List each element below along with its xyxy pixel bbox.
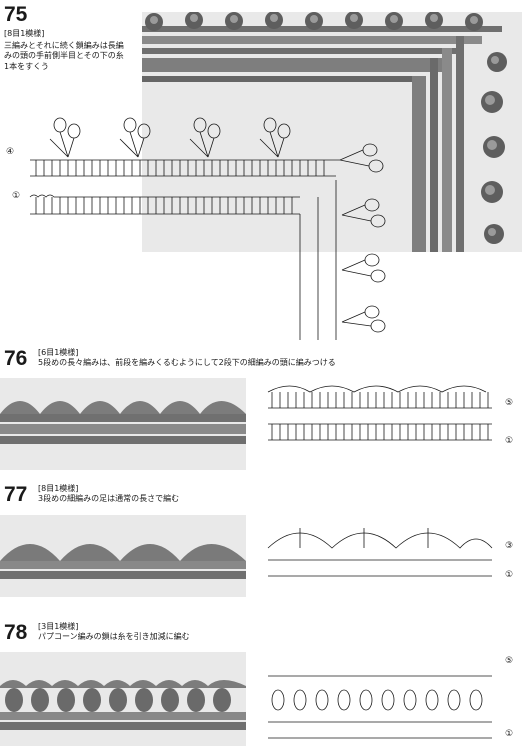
popcorn-stitch xyxy=(469,689,483,711)
pattern-repeat-76: [6目1模様] xyxy=(38,348,79,357)
row-marker: ⑤ xyxy=(505,656,514,666)
pattern-note-77: 3段めの細編みの足は通常の長さで編む xyxy=(38,494,180,503)
pattern-number-76: 76 xyxy=(4,347,28,370)
crochet-edging-photo xyxy=(0,544,246,579)
popcorn-stitch xyxy=(381,689,395,711)
pattern-repeat-75: [8目1模様] xyxy=(4,29,45,38)
row-marker: ④ xyxy=(6,147,15,157)
popcorn-stitch xyxy=(337,689,351,711)
pattern-note-76: 5段めの長々編みは、前段を編みくるむようにして2段下の細編みの頭に編みつける xyxy=(38,358,336,367)
pattern-photo-78 xyxy=(0,652,246,746)
popcorn-stitch xyxy=(359,689,373,711)
pattern-note-78: パプコーン編みの鎖は糸を引き加減に編む xyxy=(38,632,190,641)
pattern-repeat-78: [3目1模様] xyxy=(38,622,79,631)
puff-motif xyxy=(341,253,386,283)
popcorn-stitch xyxy=(425,689,439,711)
pattern-photo-76 xyxy=(0,378,246,470)
pattern-number-77: 77 xyxy=(4,483,28,506)
row-marker: ① xyxy=(505,570,514,580)
popcorn-stitch xyxy=(315,689,329,711)
puff-motif xyxy=(49,117,81,158)
note-line: みの頭の手前側半目とその下の糸 xyxy=(4,51,124,61)
row-marker: ① xyxy=(12,191,21,201)
popcorn-stitch xyxy=(403,689,417,711)
pattern-note-75: 三編みとそれに続く鎖編みは長編 みの頭の手前側半目とその下の糸 1本をすくう xyxy=(4,41,144,72)
pattern-number-75: 75 xyxy=(4,3,28,26)
pattern-repeat-77: [8目1模様] xyxy=(38,484,79,493)
row-marker: ① xyxy=(505,436,514,446)
crochet-edging-photo xyxy=(0,680,246,730)
row-marker: ① xyxy=(505,729,514,739)
popcorn-stitch xyxy=(271,689,285,711)
note-line: 三編みとそれに続く鎖編みは長編 xyxy=(4,41,124,50)
popcorn-stitch xyxy=(293,689,307,711)
row-marker: ⑤ xyxy=(505,398,514,408)
popcorn-stitch xyxy=(447,689,461,711)
row-marker: ③ xyxy=(505,541,514,551)
pattern-photo-75 xyxy=(142,12,522,252)
pattern-number-78: 78 xyxy=(4,621,28,644)
puff-motif xyxy=(341,305,386,333)
crochet-corner-photo xyxy=(142,12,507,252)
crochet-edging-photo xyxy=(0,401,246,444)
note-line: 1本をすくう xyxy=(4,61,49,71)
pattern-photo-77 xyxy=(0,515,246,597)
